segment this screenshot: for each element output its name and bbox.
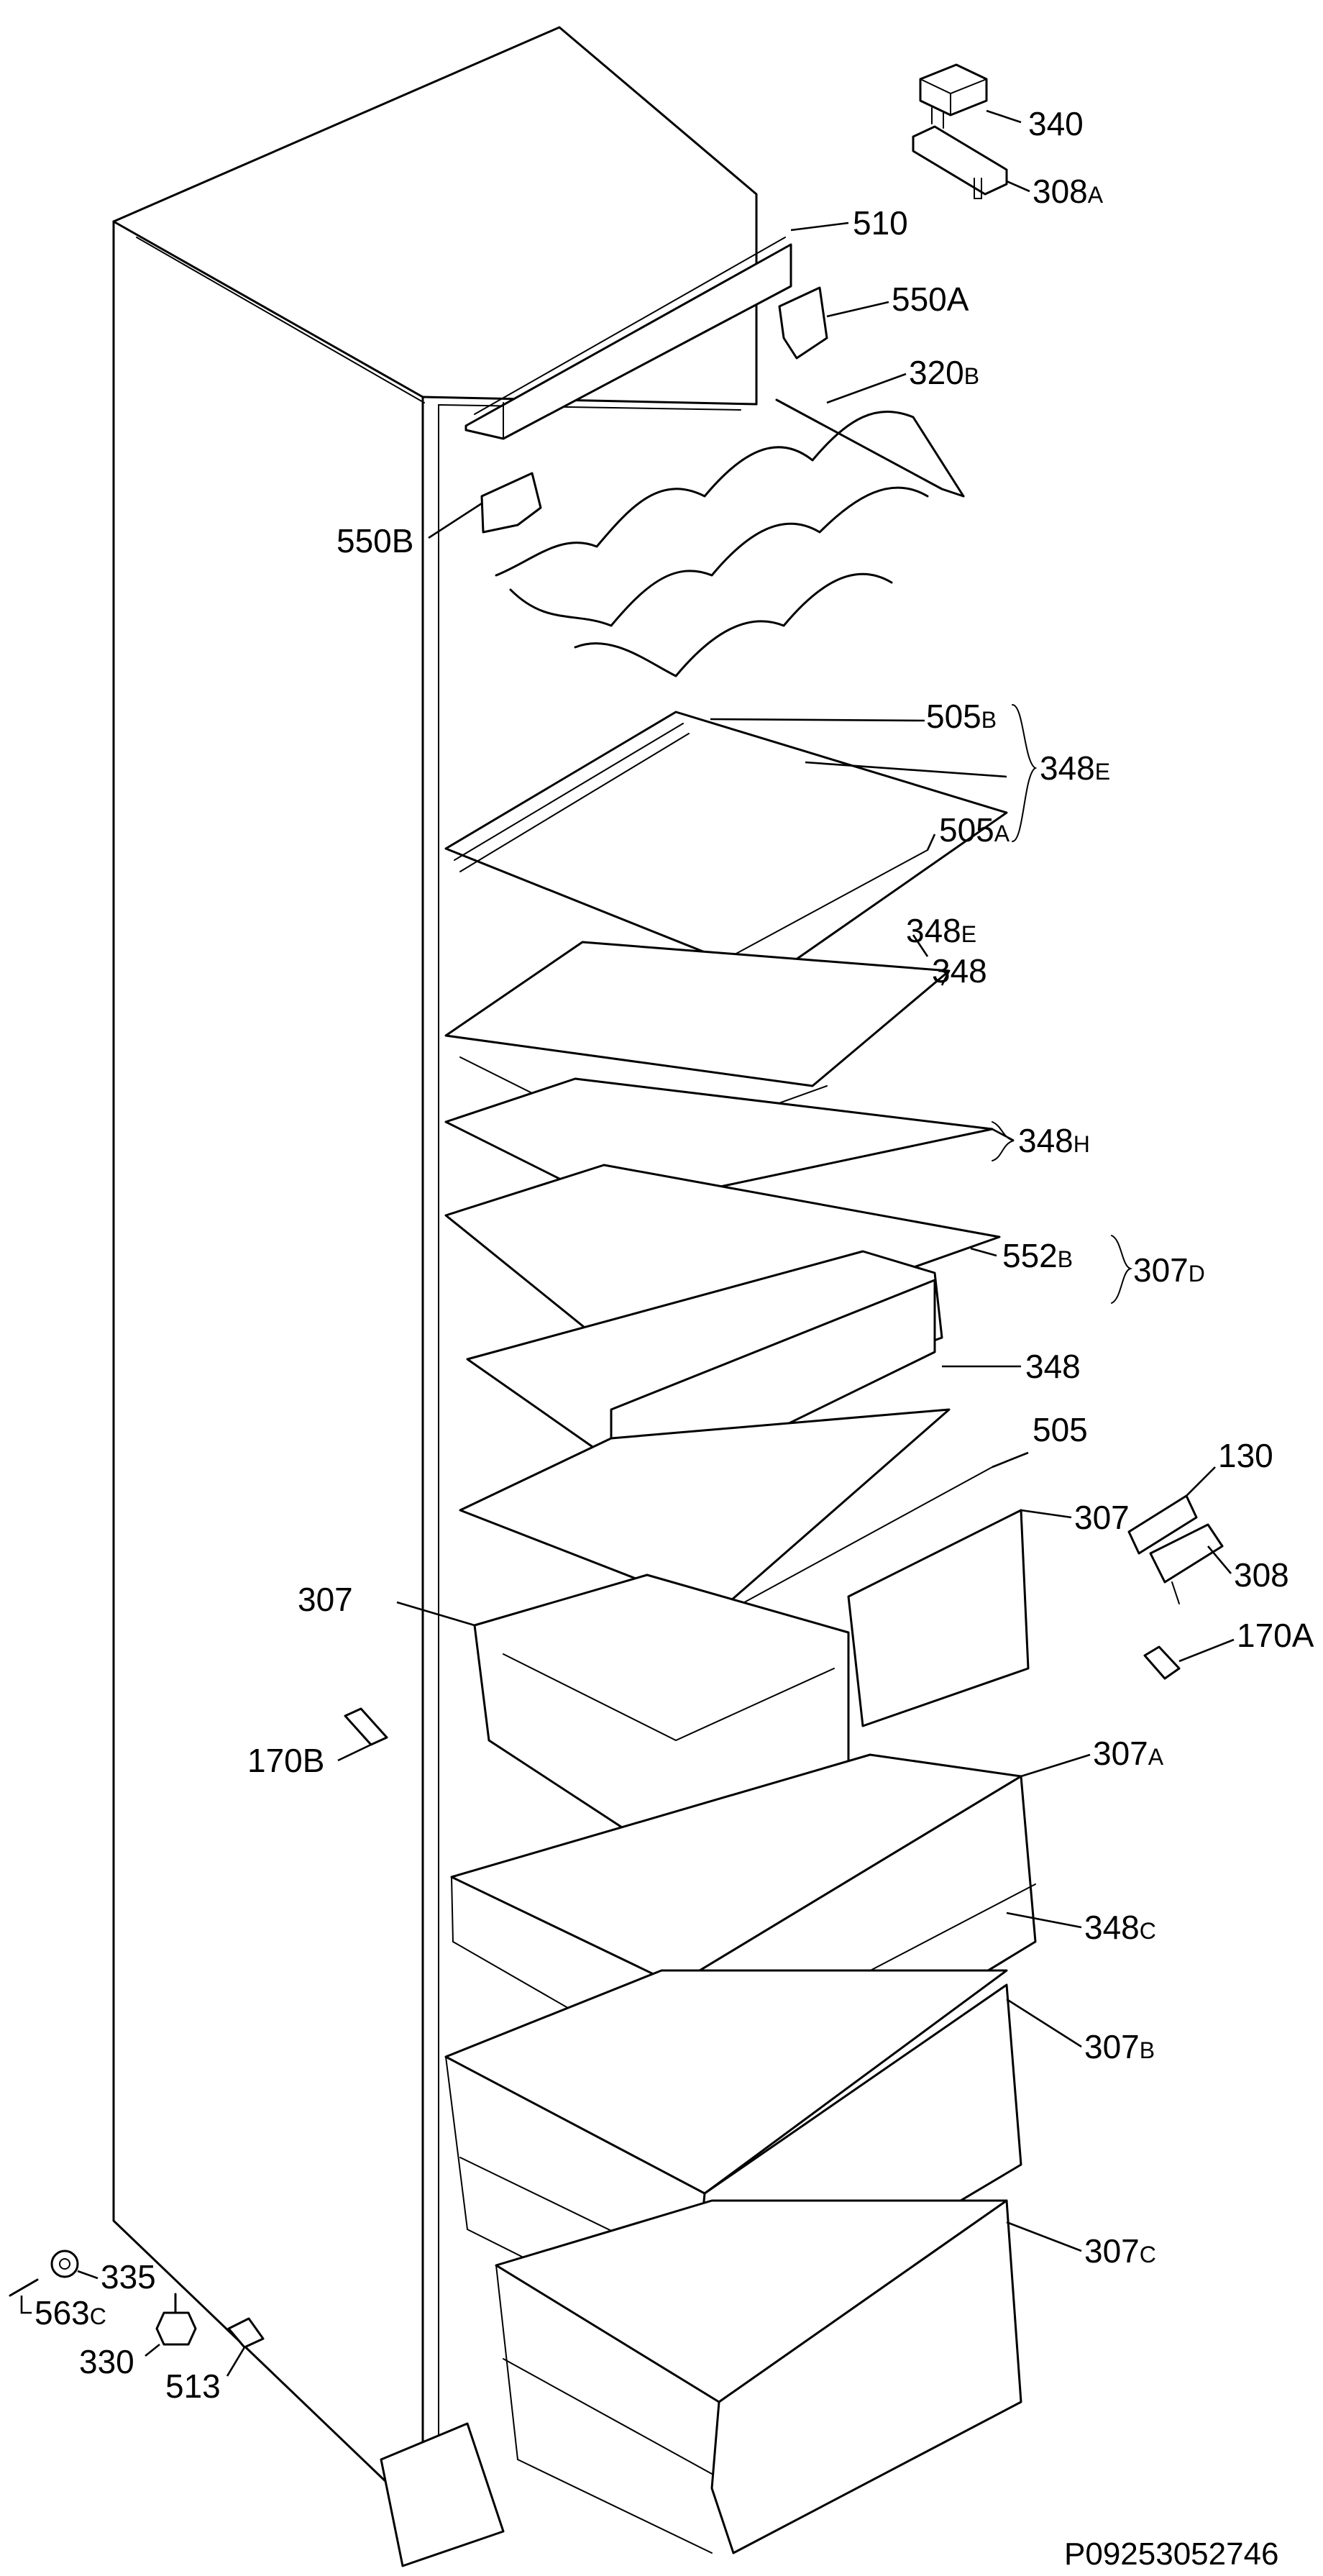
label-308: 308	[1234, 1556, 1289, 1594]
label-307c: 307C	[1084, 2232, 1156, 2270]
label-510: 510	[853, 204, 908, 242]
label-330: 330	[79, 2343, 134, 2380]
label-563c: 563C	[35, 2294, 106, 2331]
clip-550a	[778, 286, 828, 360]
label-348e-group: 348E	[1040, 749, 1110, 787]
clip-170a	[1143, 1645, 1181, 1680]
label-170b: 170B	[247, 1742, 324, 1779]
label-550a: 550A	[892, 280, 969, 318]
bottle-rack-320b	[495, 398, 965, 677]
label-335: 335	[101, 2258, 156, 2296]
label-307b: 307B	[1084, 2028, 1155, 2065]
label-340: 340	[1028, 105, 1084, 142]
part-563c	[9, 2278, 39, 2297]
label-348e: 348E	[906, 912, 976, 949]
label-320b: 320B	[909, 354, 979, 391]
label-348-upper: 348	[932, 952, 987, 990]
part-513	[227, 2317, 265, 2349]
label-307-right: 307	[1074, 1499, 1130, 1536]
leader-lines	[20, 109, 1235, 2377]
label-348c: 348C	[1084, 1909, 1156, 1946]
label-513: 513	[165, 2367, 221, 2405]
top-panel-510	[464, 237, 792, 440]
clip-170b	[344, 1707, 388, 1746]
hinge-cover-340	[919, 63, 988, 129]
kick-plate	[380, 2422, 505, 2567]
part-330	[155, 2293, 197, 2346]
label-130: 130	[1218, 1437, 1273, 1474]
label-505a: 505A	[939, 811, 1010, 849]
clip-550b	[480, 472, 542, 534]
label-307-left: 307	[298, 1581, 353, 1618]
label-307a: 307A	[1093, 1735, 1164, 1772]
label-308a: 308A	[1033, 173, 1104, 210]
hinge-308	[1149, 1523, 1224, 1604]
label-307d: 307D	[1133, 1251, 1205, 1289]
diagram-code: P09253052746	[1064, 2536, 1279, 2572]
label-552b: 552B	[1002, 1237, 1073, 1274]
label-505: 505	[1033, 1411, 1088, 1448]
crisper-drawer-307-right	[847, 1509, 1030, 1727]
brace-348h	[992, 1121, 1015, 1161]
label-348h: 348H	[1018, 1122, 1090, 1159]
brace-307d	[1111, 1235, 1133, 1304]
hinge-130	[1127, 1494, 1198, 1555]
label-505b: 505B	[926, 698, 997, 735]
label-170a: 170A	[1237, 1617, 1314, 1654]
brace-348e	[1012, 704, 1038, 842]
hinge-308a	[912, 125, 1008, 199]
label-348-lower: 348	[1025, 1348, 1081, 1385]
drawer-307c	[495, 2199, 1022, 2554]
label-550b: 550B	[337, 522, 413, 559]
part-335	[50, 2250, 79, 2278]
